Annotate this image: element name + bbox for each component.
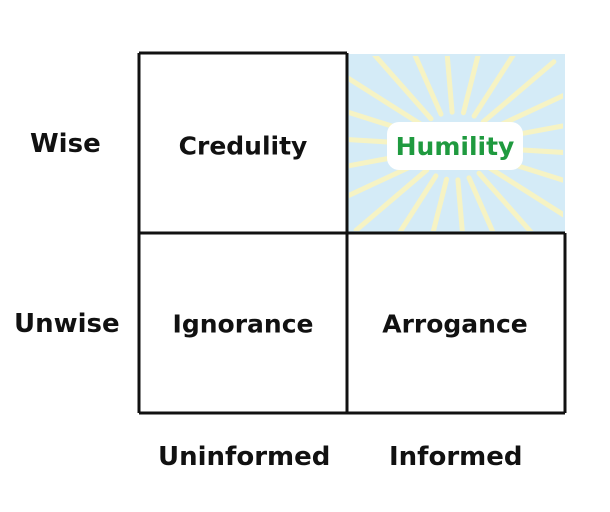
sunburst-ray	[466, 175, 496, 231]
column-label-informed: Informed	[389, 442, 523, 472]
sunburst-ray	[412, 56, 444, 117]
row-label-unwise: Unwise	[14, 309, 120, 339]
cell-humility: Humility	[395, 131, 515, 161]
cell-ignorance: Ignorance	[172, 309, 314, 339]
sunburst-ray	[455, 177, 465, 231]
sunburst-ray	[430, 176, 450, 231]
sunburst-ray	[353, 167, 430, 231]
sunburst-ray	[471, 56, 516, 119]
rainbow-frame	[344, 50, 568, 236]
sunburst-ray	[476, 170, 534, 231]
cell-arrogance: Arrogance	[382, 309, 528, 339]
column-label-uninformed: Uninformed	[158, 442, 331, 472]
sunburst-ray	[480, 59, 557, 125]
humility-badge: Humility	[387, 122, 523, 170]
row-label-wise: Wise	[30, 129, 101, 159]
sunburst-ray	[444, 56, 455, 115]
sunburst-ray	[349, 75, 426, 129]
sunburst-ray	[460, 56, 481, 116]
cell-credulity: Credulity	[178, 131, 308, 161]
sunburst-ray	[484, 163, 563, 218]
sunburst-ray	[372, 56, 434, 122]
sunburst-ray	[397, 173, 439, 231]
